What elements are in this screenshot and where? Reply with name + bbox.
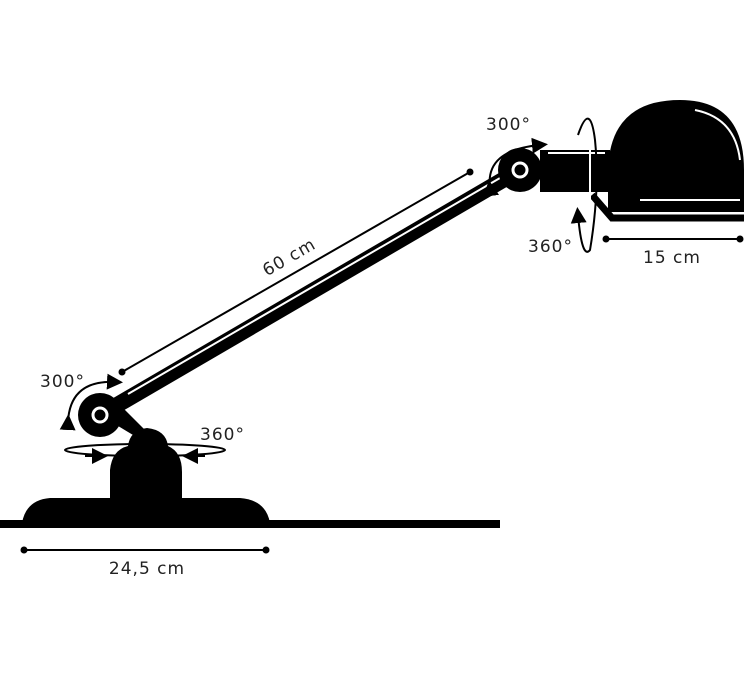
upper-joint-rotation-label: 300°	[486, 115, 531, 135]
arm-length-dimension	[118, 168, 474, 376]
shade-rotation-arrow	[570, 117, 598, 253]
base-rotation-label: 360°	[200, 425, 245, 445]
shade-width-label: 15 cm	[643, 248, 701, 268]
lower-joint-rotation-label: 300°	[40, 372, 85, 392]
base-width-dimension	[20, 546, 270, 554]
lamp-head	[540, 100, 744, 222]
upper-joint-rotation-arrow	[483, 137, 548, 197]
shade-width-dimension	[602, 235, 744, 243]
lower-joint	[78, 393, 122, 437]
base-width-label: 24,5 cm	[109, 559, 185, 579]
lower-joint-rotation-arrow	[59, 373, 123, 431]
arm-length-label: 60 cm	[259, 235, 319, 281]
lamp-base	[22, 498, 270, 523]
base-rotation-arrow	[64, 443, 226, 457]
lamp-arm	[95, 163, 525, 422]
lamp-pedestal	[110, 428, 182, 510]
floor-line	[0, 520, 500, 528]
shade-rotation-label: 360°	[528, 237, 573, 257]
